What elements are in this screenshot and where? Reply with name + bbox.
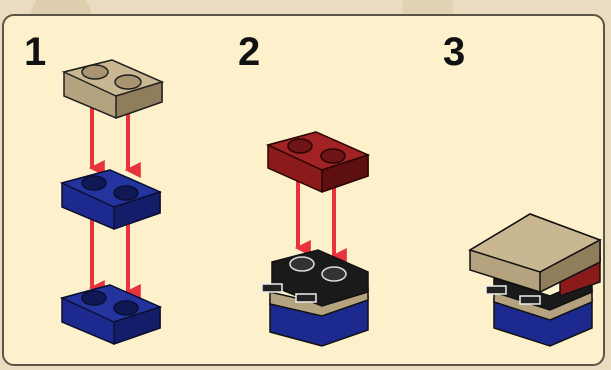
- dark-red-plate-icon: [265, 131, 371, 194]
- step-2-group: [261, 131, 371, 347]
- assembled-model-icon: [468, 213, 602, 347]
- blue-plate-icon: [59, 284, 163, 346]
- tan-plate-icon: [61, 59, 165, 120]
- step-number-2: 2: [238, 30, 261, 74]
- step-1-group: [59, 59, 165, 346]
- step-number-3: 3: [443, 30, 466, 74]
- clip-plate-icon: [261, 249, 369, 347]
- down-arrow-icon: [88, 100, 141, 300]
- step-number-1: 1: [24, 30, 47, 74]
- blue-plate-icon: [59, 169, 163, 231]
- down-arrow-icon: [294, 172, 347, 264]
